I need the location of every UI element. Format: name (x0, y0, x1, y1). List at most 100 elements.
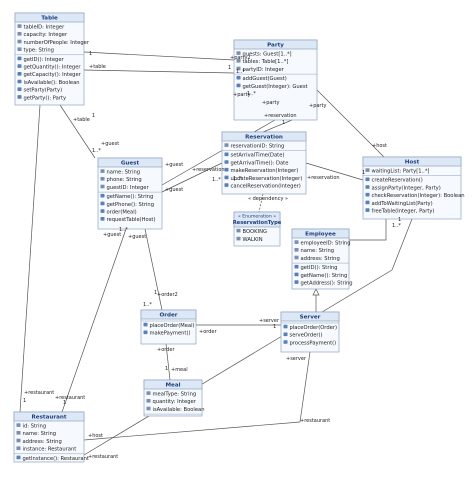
attribute-icon (294, 240, 299, 244)
class-attribute: id: String (23, 424, 47, 430)
edge-label: +meal (171, 367, 188, 373)
edge-label: +party (262, 100, 279, 106)
class-operation: makePayment() (150, 331, 191, 337)
class-operation: getName(): String (107, 194, 154, 200)
attribute-icon (17, 32, 22, 36)
class-server[interactable]: ServerplaceOrder(Order)serveOrder()proce… (280, 311, 340, 353)
association-line (161, 162, 223, 193)
attribute-icon (294, 255, 299, 260)
class-operation: getParty(): Party (24, 95, 67, 101)
class-header (140, 309, 197, 320)
operation-icon (294, 280, 299, 284)
class-operation: processPayment() (290, 340, 337, 346)
edge-label: +guest (103, 232, 121, 238)
enum-stereotype: « Enumeration » (238, 214, 276, 220)
association-line (161, 119, 276, 186)
operation-icon (365, 200, 370, 205)
class-operation: makeReservation(Integer) (231, 168, 299, 174)
attribute-icon (294, 248, 299, 252)
attribute-icon (146, 399, 151, 403)
class-header (362, 156, 462, 167)
association-line (391, 218, 413, 271)
class-attribute: waitingList: Party[1..*] (372, 169, 430, 175)
association-line (61, 228, 127, 413)
edge-label: +restaurant (88, 454, 118, 460)
edge-label: 1 (282, 120, 285, 126)
operation-icon (100, 193, 105, 198)
attribute-icon (224, 143, 229, 147)
class-operation: addToWaitingList(Party) (372, 201, 433, 207)
class-operation: getName(): String (301, 273, 348, 279)
attribute-icon (16, 423, 21, 427)
edge-label: +order2 (157, 292, 178, 298)
operation-icon (294, 264, 299, 269)
edge-label: +party (233, 92, 250, 98)
class-name: Meal (165, 383, 180, 389)
class-name: Reservation (245, 135, 283, 141)
operation-icon (224, 183, 229, 187)
class-attribute: partyID: Integer (243, 67, 285, 73)
association-line (83, 421, 301, 441)
dependency-label: « dependency » (248, 196, 288, 202)
edge-label: +reservation (192, 167, 225, 173)
operation-icon (16, 455, 21, 460)
edge-label: +guest (165, 187, 183, 193)
operation-icon (365, 177, 370, 182)
class-attribute: guestID: Integer (107, 185, 150, 191)
edge-label: +host (88, 433, 103, 439)
operation-icon (17, 56, 22, 61)
operation-icon (17, 95, 22, 99)
attribute-icon (236, 66, 241, 71)
class-operation: getArrivalTime(): Date (231, 160, 289, 166)
association-line (316, 89, 385, 158)
operation-icon (283, 340, 288, 344)
class-header (280, 311, 340, 322)
operation-icon (365, 192, 370, 197)
attribute-icon (146, 406, 151, 411)
class-header (233, 39, 318, 50)
edge-label: 1..* (92, 148, 101, 154)
class-attribute: name: String (301, 248, 335, 254)
edge-label: 1..* (236, 69, 245, 75)
class-attribute: tables: Table[1..*] (243, 59, 289, 65)
operation-icon (365, 208, 370, 212)
class-operation: getCapacity(): Integer (24, 72, 82, 78)
association-line (83, 51, 235, 61)
association-line (165, 343, 171, 381)
class-operation: order(Meal) (107, 210, 137, 216)
edge-label: +guest (101, 141, 119, 147)
attribute-icon (100, 177, 105, 181)
class-attribute: capacity: Integer (24, 32, 68, 38)
class-header (221, 131, 307, 142)
edge-label: 1 (0, 0, 3, 2)
attribute-icon (365, 168, 370, 172)
edge-label: 1 (398, 217, 401, 223)
operation-icon (224, 152, 229, 157)
attribute-icon (236, 59, 241, 63)
association-line (299, 351, 311, 423)
edge-label: +party2 (230, 55, 251, 61)
class-box (362, 156, 462, 220)
edge-label: 1 (154, 290, 157, 296)
enum-reservationtype[interactable]: « Enumeration »ReservationTypeBOOKINGWAL… (233, 211, 282, 247)
association-lines (19, 51, 413, 456)
attribute-icon (17, 24, 22, 28)
edge-label: 1..* (119, 227, 128, 233)
class-operation: requestTable(Host) (107, 217, 156, 223)
class-name: Host (405, 160, 420, 166)
class-attribute: numberOfPeople: Integer (24, 40, 90, 46)
generalization-line (349, 219, 387, 241)
class-operation: setParty(Party) (24, 88, 63, 94)
association-line (83, 69, 235, 74)
operation-icon (100, 201, 105, 206)
class-name: Employee (305, 232, 336, 238)
